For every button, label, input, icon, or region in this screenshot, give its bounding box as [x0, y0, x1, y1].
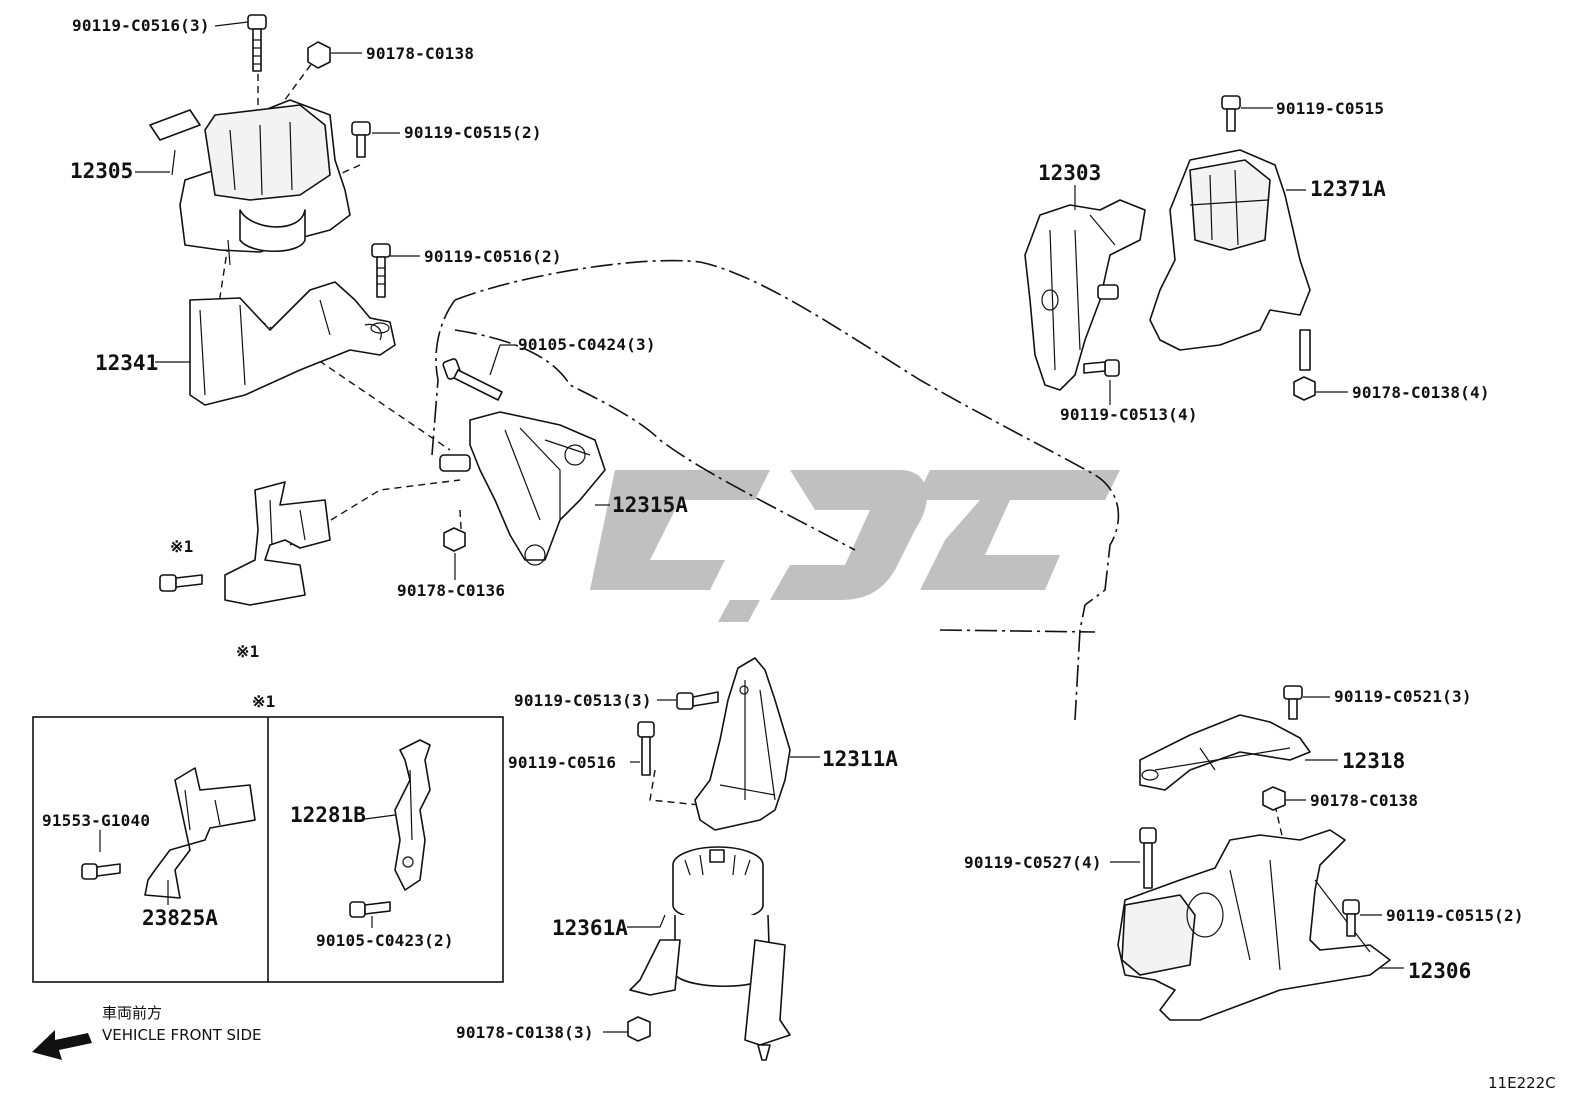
front-direction-arrow-icon — [32, 1030, 92, 1060]
part-label-12371A[interactable]: 12371A — [1310, 177, 1386, 201]
bolt-icon — [247, 14, 267, 72]
part-12303-bracket[interactable] — [1024, 199, 1146, 391]
part-12318-bracket[interactable] — [1139, 714, 1311, 791]
leader-lines — [99, 21, 1404, 1033]
bolt-icon — [349, 901, 391, 918]
bolt-icon — [676, 691, 719, 710]
bolt-icon — [1221, 95, 1241, 132]
bolt-icon — [1283, 685, 1303, 720]
bolt-icon — [371, 243, 391, 298]
diagram-code: 11E222C — [1488, 1074, 1556, 1092]
bolt-icon — [1139, 827, 1157, 889]
part-label-12361A[interactable]: 12361A — [552, 916, 628, 940]
fastener-label[interactable]: 90119-C0513(4) — [1060, 405, 1198, 424]
bolt-icon — [351, 121, 371, 158]
bolt-icon — [442, 358, 503, 401]
detail-box — [32, 716, 504, 983]
legend-japanese: 車両前方 — [102, 1004, 162, 1022]
part-12306-mount[interactable] — [1117, 829, 1391, 1021]
part-12281B-bracket[interactable] — [394, 739, 431, 891]
part-label-12311A[interactable]: 12311A — [822, 747, 898, 771]
nut-icon — [627, 1016, 651, 1042]
part-12361A-mount[interactable] — [629, 846, 791, 1061]
engine-outline — [431, 259, 1120, 721]
note-mark: ※1 — [252, 692, 275, 711]
bolt-icon — [159, 574, 203, 592]
note-mark: ※1 — [236, 642, 259, 661]
nut-icon — [1293, 376, 1316, 401]
nut-icon — [307, 41, 331, 69]
labels: 90119-C0516(3) 90178-C0138 90119-C0515(2… — [42, 16, 1556, 1092]
part-12371A-mount[interactable] — [1149, 149, 1311, 371]
fastener-label[interactable]: 90119-C0513(3) — [514, 691, 652, 710]
fastener-label[interactable]: 90105-C0423(2) — [316, 931, 454, 950]
fastener-label[interactable]: 90119-C0516 — [508, 753, 616, 772]
part-label-23825A[interactable]: 23825A — [142, 906, 218, 930]
part-label-12303[interactable]: 12303 — [1038, 161, 1101, 185]
part-note1-bracket[interactable] — [224, 481, 331, 606]
fastener-label[interactable]: 90119-C0515 — [1276, 99, 1384, 118]
bolt-icon — [1342, 899, 1360, 937]
bolt-icon — [1083, 359, 1120, 377]
fastener-label[interactable]: 90178-C0138 — [1310, 791, 1418, 810]
part-label-12318[interactable]: 12318 — [1342, 749, 1405, 773]
watermark-logo — [590, 470, 1120, 622]
part-label-12315A[interactable]: 12315A — [612, 493, 688, 517]
part-label-12305[interactable]: 12305 — [70, 159, 133, 183]
nut-icon — [443, 527, 466, 552]
fastener-label[interactable]: 90119-C0516(2) — [424, 247, 562, 266]
bolt-icon — [81, 863, 121, 880]
part-12341-bracket[interactable] — [189, 281, 396, 406]
part-12315A-bracket[interactable] — [439, 411, 606, 566]
fastener-label[interactable]: 90178-C0138(3) — [456, 1023, 594, 1042]
legend-english: VEHICLE FRONT SIDE — [102, 1026, 262, 1044]
fastener-label[interactable]: 90119-C0515(2) — [1386, 906, 1524, 925]
part-12305-mount[interactable] — [149, 99, 351, 266]
fastener-label[interactable]: 90105-C0424(3) — [518, 335, 656, 354]
note-mark: ※1 — [170, 537, 193, 556]
part-label-12341[interactable]: 12341 — [95, 351, 158, 375]
fastener-label[interactable]: 90119-C0516(3) — [72, 16, 210, 35]
part-12311A-bracket[interactable] — [694, 657, 791, 831]
nut-icon — [1262, 786, 1286, 811]
part-label-12306[interactable]: 12306 — [1408, 959, 1471, 983]
part-23825A-bracket[interactable] — [144, 767, 256, 899]
fastener-label[interactable]: 91553-G1040 — [42, 811, 150, 830]
fastener-label[interactable]: 90119-C0515(2) — [404, 123, 542, 142]
fastener-label[interactable]: 90178-C0136 — [397, 581, 505, 600]
fastener-label[interactable]: 90178-C0138(4) — [1352, 383, 1490, 402]
bolt-icon — [637, 721, 655, 776]
fastener-label[interactable]: 90119-C0521(3) — [1334, 687, 1472, 706]
fastener-label[interactable]: 90178-C0138 — [366, 44, 474, 63]
part-label-12281B[interactable]: 12281B — [290, 803, 366, 827]
fastener-label[interactable]: 90119-C0527(4) — [964, 853, 1102, 872]
